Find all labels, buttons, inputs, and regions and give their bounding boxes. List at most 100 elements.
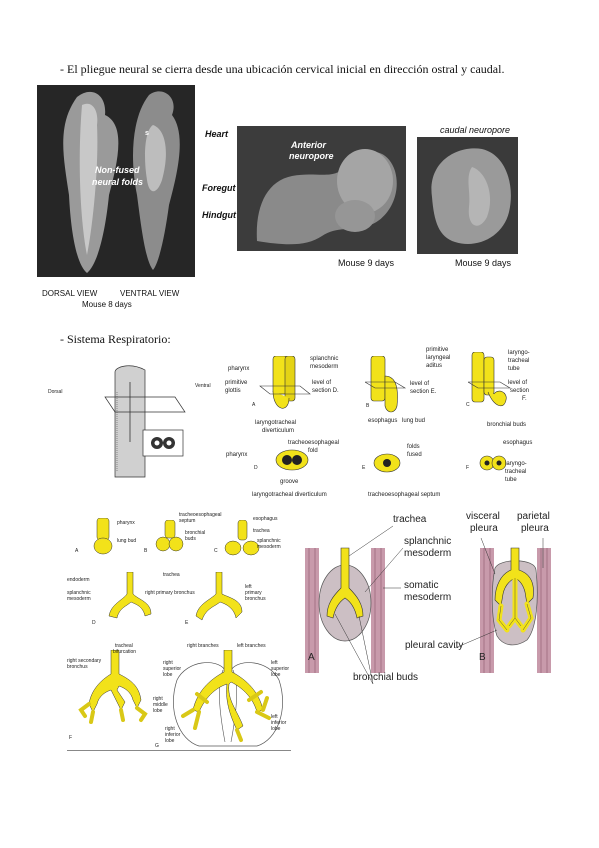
label-e-folds: folds bbox=[407, 444, 420, 450]
lung-letter-f: F bbox=[69, 735, 73, 741]
lung-label-endoderm: endoderm bbox=[67, 577, 90, 583]
photo-embryo-anterior bbox=[237, 126, 406, 251]
pleura-letter-a: A bbox=[308, 652, 315, 663]
lung-label-rml-3: lobe bbox=[153, 708, 163, 714]
label-c-laryngo: laryngo- bbox=[508, 350, 530, 356]
lung-label-tb-2: bifurcation bbox=[113, 649, 137, 655]
lung-label-rsl-3: lobe bbox=[163, 672, 173, 678]
lung-stage-e-figure bbox=[195, 572, 243, 621]
pleura-label-pleura-2: pleura bbox=[521, 523, 549, 534]
lung-label-tb-1: tracheal bbox=[115, 643, 133, 649]
photo-mouse-9-days-anterior: Anterior neuropore bbox=[237, 126, 406, 251]
section-e-letter: E bbox=[362, 465, 366, 471]
lung-label-ril-2: inferior bbox=[165, 732, 181, 738]
label-a-glottis: glottis bbox=[225, 388, 241, 394]
label-foregut: Foregut bbox=[202, 183, 236, 193]
stage-c-letter: C bbox=[466, 402, 470, 408]
lung-label-lsl-3: lobe bbox=[271, 672, 281, 678]
diagram-section-d bbox=[275, 449, 309, 471]
pleura-letter-b: B bbox=[479, 652, 486, 663]
pleura-label-mesoderm: mesoderm bbox=[404, 548, 452, 559]
lung-label-left-primary-3: bronchus bbox=[245, 596, 266, 602]
lung-label-pharynx: pharynx bbox=[117, 520, 135, 526]
pleura-label-visceral: visceral bbox=[466, 511, 500, 522]
lung-label-rml-2: middle bbox=[153, 702, 168, 708]
lung-label-lil-3: lobe bbox=[271, 726, 281, 732]
lung-label-splanchnic-1: splanchnic bbox=[257, 538, 281, 544]
pleura-label-mesoderm-2: mesoderm bbox=[404, 592, 452, 603]
label-a-pharynx: pharynx bbox=[228, 366, 250, 372]
pleura-label-bronchial-buds: bronchial buds bbox=[353, 672, 419, 683]
label-c-section: section bbox=[510, 388, 530, 394]
label-c-laryngeal: laryngeal bbox=[426, 355, 451, 361]
photo-label-s: s bbox=[145, 130, 149, 137]
diagram-section-f bbox=[479, 455, 507, 471]
label-d-groove: groove bbox=[280, 479, 299, 485]
label-c-level: level of bbox=[508, 380, 528, 386]
lung-label-bronchial-2: buds bbox=[185, 536, 196, 542]
section-d-letter: D bbox=[254, 465, 258, 471]
lung-stage-f-figure bbox=[78, 650, 148, 724]
lung-label-te-septum-2: septum bbox=[179, 518, 196, 524]
lung-label-rsl-2: superior bbox=[163, 666, 182, 672]
label-b-level: level of bbox=[410, 381, 430, 387]
lung-letter-a: A bbox=[75, 548, 79, 554]
lung-label-spl-1: splanchnic bbox=[67, 590, 91, 596]
label-a-mesoderm: mesoderm bbox=[310, 364, 339, 370]
lung-label-trachea: trachea bbox=[253, 528, 270, 534]
lung-label-right-branches: right branches bbox=[187, 643, 219, 649]
photo-label-neuropore: neuropore bbox=[289, 151, 334, 161]
label-a-primitive: primitive bbox=[225, 380, 248, 386]
label-d-laryngotracheal-diverticulum: laryngotracheal diverticulum bbox=[252, 492, 327, 498]
lung-label-left-branches: left branches bbox=[237, 643, 266, 649]
label-d-tracheoesophageal: tracheoesophageal bbox=[288, 440, 340, 446]
lung-label-lil-1: left bbox=[271, 714, 278, 720]
pleura-label-pleural-cavity: pleural cavity bbox=[405, 640, 464, 651]
label-a-level: level of bbox=[312, 380, 332, 386]
caption-ventral-view: VENTRAL VIEW bbox=[120, 289, 180, 298]
diagram-stage-c bbox=[468, 352, 512, 407]
lung-label-right-primary: right primary bronchus bbox=[145, 590, 195, 596]
label-hindgut: Hindgut bbox=[202, 210, 236, 220]
lung-label-te-septum-1: tracheoesophageal bbox=[179, 512, 222, 518]
photo-label-anterior: Anterior bbox=[291, 140, 327, 150]
lung-label-lil-2: inferior bbox=[271, 720, 287, 726]
label-f-esophagus: esophagus bbox=[503, 440, 533, 446]
caption-mouse-8-days: Mouse 8 days bbox=[82, 300, 132, 309]
label-ventral: Ventral bbox=[195, 383, 211, 389]
lung-stage-b-figure bbox=[155, 520, 184, 552]
lung-letter-e: E bbox=[185, 620, 189, 626]
label-dorsal: Dorsal bbox=[48, 389, 63, 395]
caption-mouse-9-days-b: Mouse 9 days bbox=[455, 258, 512, 268]
lung-stage-g-figure bbox=[173, 650, 283, 747]
diagram-pleura bbox=[305, 525, 551, 685]
lung-label-rml-1: right bbox=[153, 696, 163, 702]
photo-embryo-dorsal-ventral bbox=[37, 85, 195, 277]
lung-letter-d: D bbox=[92, 620, 96, 626]
label-a-splanchnic: splanchnic bbox=[310, 356, 339, 362]
label-e-septum: tracheoesophageal septum bbox=[368, 492, 441, 498]
lung-label-splanchnic-2: mesoderm bbox=[257, 544, 281, 550]
pleura-label-pleura: pleura bbox=[470, 523, 498, 534]
label-e-fused: fused bbox=[407, 452, 422, 458]
lung-label-bronchial-1: bronchial bbox=[185, 530, 206, 536]
label-heart: Heart bbox=[205, 129, 229, 139]
lung-label-trachea-2: trachea bbox=[163, 572, 180, 578]
lung-label-ril-3: lobe bbox=[165, 738, 175, 744]
caption-dorsal-view: DORSAL VIEW bbox=[42, 289, 98, 298]
lung-label-rs-1: right secondary bbox=[67, 658, 102, 664]
lung-stage-c-figure bbox=[224, 520, 260, 556]
lung-label-rs-2: bronchus bbox=[67, 664, 88, 670]
label-f-tube: tube bbox=[505, 477, 517, 483]
pleura-label-parietal: parietal bbox=[517, 511, 550, 522]
intro-text-neural-fold: - El pliegue neural se cierra desde una … bbox=[60, 62, 505, 76]
photo-label-non-fused: Non-fused bbox=[95, 165, 140, 175]
label-a-laryngotracheal: laryngotracheal bbox=[255, 420, 297, 426]
section-heading-respiratory: - Sistema Respiratorio: bbox=[60, 332, 171, 346]
diagram-section-e bbox=[373, 453, 401, 473]
label-b-section: section E. bbox=[410, 389, 437, 395]
diagram-stage-a bbox=[259, 356, 311, 409]
lung-label-spl-2: mesoderm bbox=[67, 596, 91, 602]
caption-mouse-9-days-a: Mouse 9 days bbox=[338, 258, 395, 268]
lung-label-left-primary-1: left bbox=[245, 584, 252, 590]
